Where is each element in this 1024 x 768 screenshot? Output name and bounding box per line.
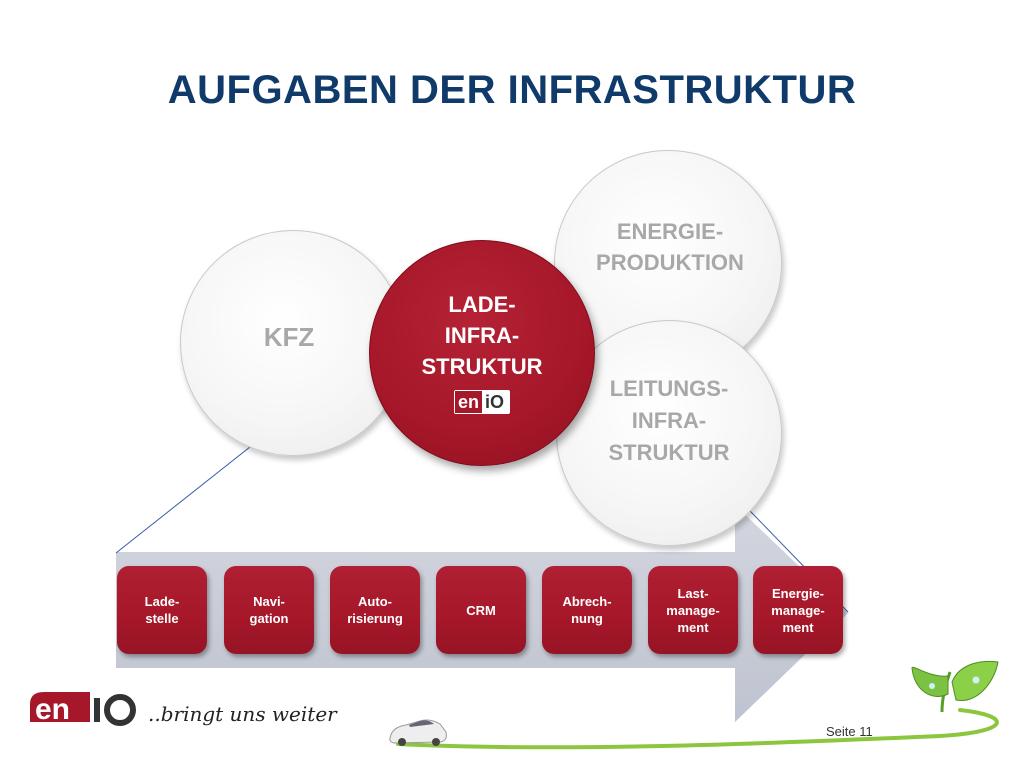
svg-text:en: en [35, 693, 70, 726]
step-navigation: Navi- gation [224, 566, 314, 654]
step-autorisierung: Auto- risierung [330, 566, 420, 654]
step-crm: CRM [436, 566, 526, 654]
logo-part-en: en [454, 390, 482, 413]
circle-kfz-label: KFZ [263, 321, 315, 352]
enio-logo-small: en iO [453, 389, 511, 414]
green-swoosh [396, 708, 999, 750]
step-ladestelle: Lade- stelle [117, 566, 207, 654]
leaf-icon [911, 660, 999, 713]
circle-lade-infrastruktur: LADE- INFRA- STRUKTUR en iO [369, 240, 595, 466]
logo-part-io: iO [482, 390, 510, 413]
enio-logo: en [28, 688, 144, 734]
step-energiemanagement: Energie- manage- ment [753, 566, 843, 654]
page-title: AUFGABEN DER INFRASTRUKTUR [167, 68, 857, 112]
circle-leitung-label: LEITUNGS- INFRA- STRUKTUR [608, 376, 730, 465]
car-icon [389, 719, 447, 746]
step-lastmanagement: Last- manage- ment [648, 566, 738, 654]
slogan: ..bringt uns weiter [148, 702, 337, 726]
circle-lade-label: LADE- INFRA- STRUKTUR [421, 291, 543, 379]
circle-kfz: KFZ [180, 230, 406, 456]
enio-logo-mark: en [30, 692, 136, 726]
step-abrechnung: Abrech- nung [542, 566, 632, 654]
circle-energie-label: ENERGIE- PRODUKTION [596, 219, 744, 275]
page-number: Seite 11 [826, 724, 873, 739]
